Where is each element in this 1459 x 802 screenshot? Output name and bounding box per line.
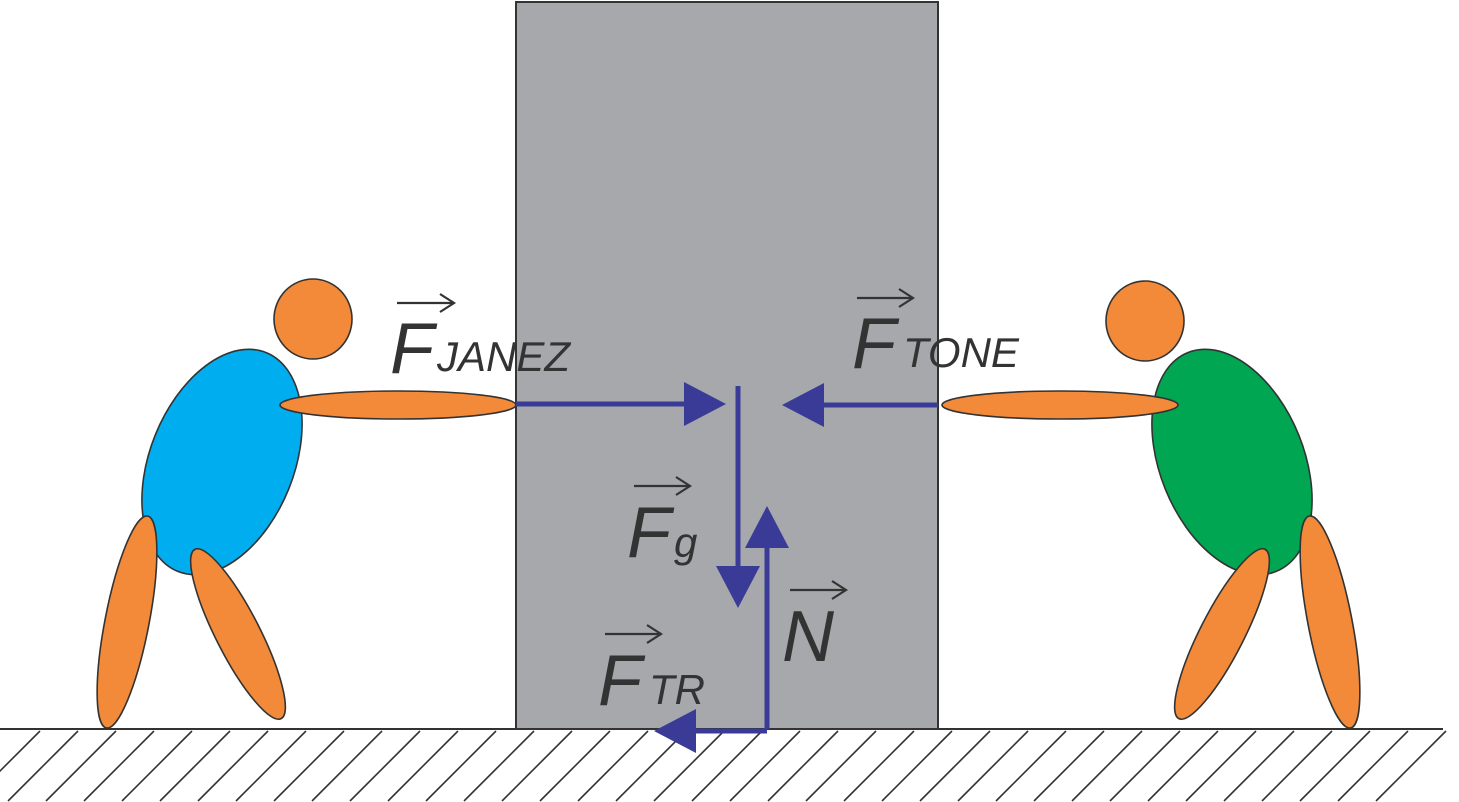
ground-hatch-line [273, 730, 345, 802]
ground-hatch-line [1071, 730, 1143, 802]
leg-back-tone [1299, 515, 1361, 729]
head-janez [273, 278, 353, 360]
label-f-g-sub: g [674, 519, 697, 566]
person-janez [96, 278, 517, 729]
ground-hatch-line [615, 730, 687, 802]
ground-hatch-line [919, 730, 991, 802]
arrow-f-g [716, 386, 760, 608]
ground-hatch-line [729, 730, 801, 802]
label-n: N [782, 580, 849, 677]
ground-hatch-line [349, 730, 421, 802]
label-f-tr: F TR [598, 624, 705, 721]
leg-front-janez [189, 547, 287, 721]
body-janez [141, 348, 303, 576]
ground [0, 728, 1447, 802]
ground-hatch-line [1299, 730, 1371, 802]
arrow-n [745, 506, 789, 729]
head-tone [1105, 280, 1185, 362]
arm-tone [941, 390, 1179, 420]
ground-hatch-line [463, 730, 535, 802]
ground-hatch-line [805, 730, 877, 802]
ground-hatch-line [235, 730, 307, 802]
person-tone [941, 280, 1361, 729]
label-f-janez-sub: JANEZ [436, 333, 571, 380]
ground-hatch-line [7, 730, 79, 802]
ground-hatch-line [311, 730, 383, 802]
label-f-janez: F JANEZ [390, 293, 571, 389]
body-tone [1151, 348, 1313, 576]
label-f-janez-main: F [390, 309, 438, 389]
ground-hatch-line [1223, 730, 1295, 802]
ground-hatch-line [1033, 730, 1105, 802]
ground-hatch-line [121, 730, 193, 802]
ground-hatch-line [197, 730, 269, 802]
ground-hatch-line [159, 730, 231, 802]
ground-hatch-line [653, 730, 725, 802]
arrow-f-tr [654, 709, 767, 753]
ground-hatch-line [995, 730, 1067, 802]
label-f-tr-sub: TR [649, 666, 705, 713]
ground-hatch-line [691, 730, 763, 802]
ground-hatch-line [1261, 730, 1333, 802]
ground-hatch-line [1375, 730, 1447, 802]
ground-hatch-line [881, 730, 953, 802]
leg-front-tone [1173, 547, 1271, 721]
ground-hatch-line [767, 730, 839, 802]
leg-back-janez [96, 515, 158, 729]
ground-hatch-line [539, 730, 611, 802]
ground-hatch-line [0, 730, 41, 773]
label-f-g-main: F [627, 493, 675, 573]
arrow-f-janez [516, 382, 726, 426]
ground-hatch-line [843, 730, 915, 802]
ground-hatch-line [501, 730, 573, 802]
ground-hatch-line [1337, 730, 1409, 802]
ground-hatch-line [83, 730, 155, 802]
label-f-tone-main: F [852, 304, 900, 384]
ground-hatch-line [45, 730, 117, 802]
ground-hatch-line [577, 730, 649, 802]
label-f-tone: F TONE [852, 288, 1020, 384]
ground-hatch-line [1147, 730, 1219, 802]
label-n-main: N [782, 597, 835, 677]
label-f-g: F g [627, 476, 697, 573]
label-f-tone-sub: TONE [903, 329, 1020, 376]
ground-hatch-line [1109, 730, 1181, 802]
ground-hatch-line [1185, 730, 1257, 802]
block [515, 1, 939, 730]
arm-janez [279, 390, 517, 420]
ground-hatch-line [425, 730, 497, 802]
arrow-f-tone [782, 383, 938, 427]
ground-hatch-line [957, 730, 1029, 802]
force-arrows [516, 382, 938, 753]
label-f-tr-main: F [598, 641, 646, 721]
ground-hatch-line [387, 730, 459, 802]
